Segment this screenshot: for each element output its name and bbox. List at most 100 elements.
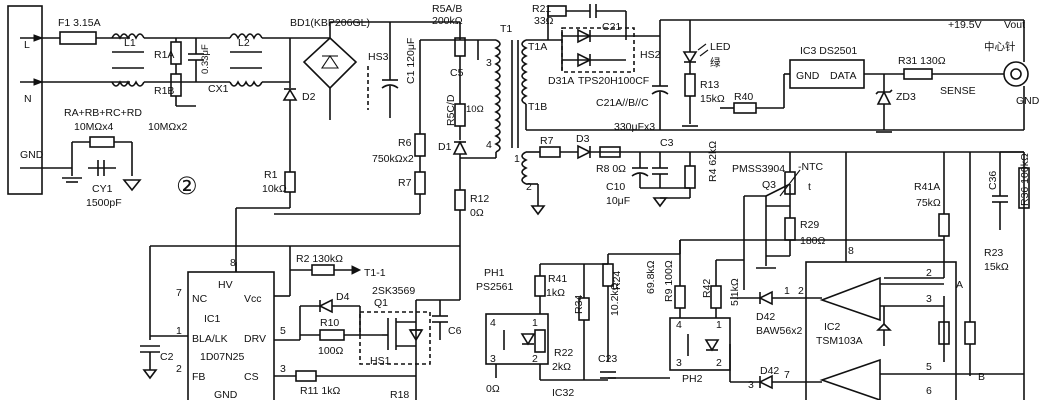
- label-R22-val: 2kΩ: [552, 361, 571, 373]
- label-Q1: Q1: [374, 297, 388, 309]
- label-L: L: [24, 39, 30, 51]
- label-R42: R42: [701, 279, 713, 298]
- label-R29: R29: [800, 219, 819, 231]
- label-DRV: DRV: [244, 333, 266, 345]
- output-jack: [1003, 61, 1029, 87]
- label-R36: R36 100kΩ: [1019, 153, 1031, 206]
- label-R41A-val: 75kΩ: [916, 197, 941, 209]
- label-ZD3: ZD3: [896, 91, 916, 103]
- label-aux-1: 1: [514, 153, 520, 165]
- label-PH2: PH2: [682, 373, 703, 385]
- label-n3: 3: [486, 57, 492, 69]
- label-o3: 3: [748, 379, 754, 391]
- label-pin3r: 3: [926, 293, 932, 305]
- label-SK: 2SK3569: [372, 285, 415, 297]
- label-RA: RA+RB+RC+RD: [64, 107, 142, 119]
- label-CX1-val: 0.33μF: [200, 44, 211, 74]
- label-R1B: R1B: [154, 85, 174, 97]
- label-IC1: IC1: [204, 313, 221, 325]
- label-R2: R2 130kΩ: [296, 253, 343, 265]
- label-TPS: TPS20H100CF: [578, 75, 649, 87]
- label-Vcc: Vcc: [244, 293, 262, 305]
- label-R4: R4 62kΩ: [707, 141, 719, 182]
- label-L2: L2: [238, 37, 250, 49]
- label-BAW: BAW56x2: [756, 325, 802, 337]
- label-R24: R24: [611, 271, 623, 290]
- label-C21: C21: [602, 21, 621, 33]
- label-R40: R40: [734, 91, 753, 103]
- label-pin5: 5: [280, 325, 286, 337]
- label-C6: C6: [448, 325, 462, 337]
- label-CX1: CX1: [208, 83, 229, 95]
- label-gnd-out: GND: [1016, 95, 1040, 107]
- label-p3: 3: [490, 353, 496, 365]
- label-HS2: HS2: [640, 49, 661, 61]
- label-CY1-val: 1500pF: [86, 197, 122, 209]
- label-R1AB-val: 10MΩx2: [148, 121, 188, 133]
- label-T11: T1-1: [364, 267, 386, 279]
- optocoupler-PH1: [485, 313, 549, 365]
- label-R12: R12: [470, 193, 489, 205]
- label-FB: FB: [192, 371, 205, 383]
- label-R10-val: 100Ω: [318, 345, 344, 357]
- label-T1: T1: [500, 23, 512, 35]
- label-pin2: 2: [176, 363, 182, 375]
- label-R13: R13: [700, 79, 719, 91]
- label-NC: NC: [192, 293, 208, 305]
- label-R23-val: 15kΩ: [984, 261, 1009, 273]
- label-R9: R9 100Ω: [663, 260, 675, 302]
- label-HV: HV: [218, 279, 233, 291]
- label-N: N: [24, 93, 32, 105]
- opamp-2: [819, 358, 881, 402]
- label-CS: CS: [244, 371, 259, 383]
- label-D3: D3: [576, 133, 590, 145]
- label-T1B: T1B: [528, 101, 547, 113]
- label-R10: R10: [320, 317, 339, 329]
- label-LED-color: 绿: [710, 56, 721, 69]
- label-q3: 3: [676, 357, 682, 369]
- label-HS1: HS1: [370, 355, 391, 367]
- label-C21ABC: C21A//B//C: [596, 97, 649, 109]
- label-C3: C3: [660, 137, 674, 149]
- label-Q3: Q3: [762, 179, 776, 191]
- label-pin3: 3: [280, 363, 286, 375]
- label-pin5r: 5: [926, 361, 932, 373]
- label-R31: R31 130Ω: [898, 55, 946, 67]
- label-R5CD: R5C/D: [445, 94, 457, 126]
- label-R42-val: 5.1kΩ: [729, 278, 741, 306]
- label-Cx3: 330μFx3: [614, 121, 655, 133]
- label-T1A: T1A: [528, 41, 547, 53]
- label-q2: 2: [716, 357, 722, 369]
- label-IC3-gnd: GND: [796, 70, 820, 82]
- label-R7: R7: [398, 177, 412, 189]
- label-R6-val: 750kΩx2: [372, 153, 414, 165]
- label-C10: C10: [606, 181, 625, 193]
- label-D1: D1: [438, 141, 452, 153]
- label-NTC-t: t: [808, 181, 811, 193]
- label-D4: D4: [336, 291, 350, 303]
- label-SENSE: SENSE: [940, 85, 976, 97]
- fuse-F1: [59, 31, 97, 45]
- label-D2: D2: [302, 91, 316, 103]
- label-IC32: IC32: [552, 387, 574, 399]
- label-D31A: D31A: [548, 75, 574, 87]
- label-q4: 4: [676, 319, 682, 331]
- label-HS3: HS3: [368, 51, 389, 63]
- label-D42: D42: [756, 311, 775, 323]
- label-CY1: CY1: [92, 183, 113, 195]
- label-A: A: [956, 279, 963, 291]
- label-pin8: 8: [230, 257, 236, 269]
- label-o1: 1: [784, 285, 790, 297]
- opamp-1: [819, 276, 881, 322]
- label-L1: L1: [124, 37, 136, 49]
- label-pin8r: 8: [848, 245, 854, 257]
- label-BLALK: BLA/LK: [192, 333, 228, 345]
- label-R6: R6: [398, 137, 412, 149]
- label-C5: C5: [450, 67, 464, 79]
- label-n4: 4: [486, 139, 492, 151]
- label-R21: R21: [532, 3, 551, 15]
- label-F1: F1 3.15A: [58, 17, 101, 29]
- label-IC1n: 1D07N25: [200, 351, 245, 363]
